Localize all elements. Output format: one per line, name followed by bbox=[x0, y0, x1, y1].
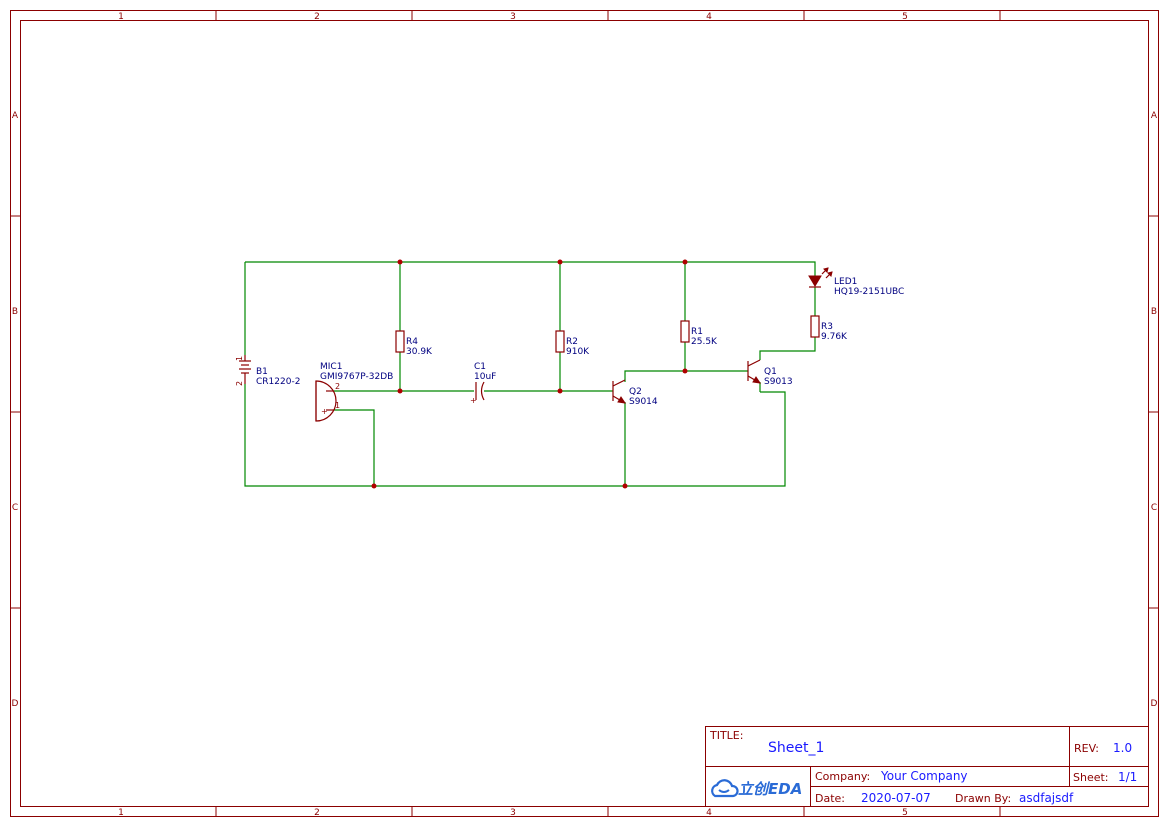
component-ref: R2 bbox=[566, 337, 578, 347]
column-label: 1 bbox=[118, 808, 124, 818]
date-label: Date: bbox=[815, 792, 845, 805]
component-value: 10uF bbox=[474, 372, 496, 382]
column-label: 4 bbox=[706, 12, 712, 22]
junction-dot bbox=[557, 259, 563, 265]
outer-border bbox=[10, 10, 1159, 817]
resistor-r1[interactable]: R1 25.5K bbox=[680, 320, 718, 347]
row-label: D bbox=[12, 699, 19, 709]
row-labels-left: A B C D bbox=[12, 111, 19, 709]
column-label: 3 bbox=[510, 808, 516, 818]
pin-number: 2 bbox=[335, 382, 340, 391]
microphone-mic1[interactable]: 2 1 + MIC1 GMI9767P-32DB bbox=[315, 362, 393, 422]
row-label: B bbox=[12, 307, 18, 317]
junction-dot bbox=[397, 388, 403, 394]
company-label: Company: bbox=[815, 770, 870, 783]
component-ref: R1 bbox=[691, 327, 703, 337]
column-label: 4 bbox=[706, 808, 712, 818]
row-label: C bbox=[12, 503, 18, 513]
battery-b1[interactable]: 1 2 B1 CR1220-2 bbox=[235, 355, 300, 387]
row-label: C bbox=[1151, 503, 1157, 513]
junction-dot bbox=[397, 259, 403, 265]
row-ticks bbox=[10, 215, 1159, 609]
lceda-logo: 立创EDA bbox=[711, 779, 802, 798]
component-ref: Q2 bbox=[629, 387, 642, 397]
component-value: HQ19-2151UBC bbox=[834, 287, 904, 297]
sheet-label: Sheet: bbox=[1073, 771, 1109, 784]
wire-mic-ground[interactable] bbox=[334, 409, 375, 486]
transistor-q2[interactable]: Q2 S9014 bbox=[612, 379, 658, 407]
column-labels-top: 1 2 3 4 5 bbox=[118, 12, 908, 22]
wire-top-rail[interactable] bbox=[245, 261, 816, 276]
component-value: GMI9767P-32DB bbox=[320, 372, 393, 382]
junction-dot bbox=[682, 368, 688, 374]
resistor-r4[interactable]: R4 30.9K bbox=[395, 330, 433, 357]
junctions bbox=[371, 259, 688, 489]
junction-dot bbox=[371, 483, 377, 489]
junction-dot bbox=[622, 483, 628, 489]
component-ref: Q1 bbox=[764, 367, 777, 377]
component-value: S9014 bbox=[629, 397, 658, 407]
led-led1[interactable]: LED1 HQ19-2151UBC bbox=[808, 267, 904, 297]
component-value: S9013 bbox=[764, 377, 793, 387]
column-ticks bbox=[215, 10, 1001, 817]
wire-r3-q1[interactable] bbox=[759, 337, 816, 360]
junction-dot bbox=[557, 388, 563, 394]
junction-dot bbox=[682, 259, 688, 265]
capacitor-c1[interactable]: + C1 10uF bbox=[470, 362, 496, 405]
wire-q2c-to-q1b[interactable] bbox=[624, 370, 748, 382]
pin-number: 2 bbox=[235, 381, 244, 386]
component-value: 30.9K bbox=[406, 347, 433, 357]
date-value[interactable]: 2020-07-07 bbox=[861, 791, 931, 805]
component-ref: C1 bbox=[474, 362, 486, 372]
component-ref: R4 bbox=[406, 337, 418, 347]
sheet-value[interactable]: 1/1 bbox=[1118, 770, 1137, 784]
component-ref: R3 bbox=[821, 322, 833, 332]
cloud-icon bbox=[711, 779, 739, 798]
resistor-r3[interactable]: R3 9.76K bbox=[810, 315, 848, 342]
wire-battery-bottom[interactable] bbox=[244, 384, 786, 487]
column-label: 2 bbox=[314, 12, 320, 22]
component-ref: LED1 bbox=[834, 277, 857, 287]
component-value: 9.76K bbox=[821, 332, 848, 342]
resistor-r2[interactable]: R2 910K bbox=[555, 330, 590, 357]
rev-value[interactable]: 1.0 bbox=[1113, 741, 1132, 755]
row-label: A bbox=[12, 111, 19, 121]
title-block: TITLE: Sheet_1 REV: 1.0 Company: Your Co… bbox=[705, 726, 1149, 807]
column-label: 5 bbox=[902, 808, 908, 818]
row-labels-right: A B C D bbox=[1151, 111, 1158, 709]
column-label: 5 bbox=[902, 12, 908, 22]
component-value: CR1220-2 bbox=[256, 377, 300, 387]
drawn-by-value[interactable]: asdfajsdf bbox=[1019, 791, 1074, 805]
column-label: 2 bbox=[314, 808, 320, 818]
pin-number: 1 bbox=[335, 401, 340, 410]
title-label: TITLE: bbox=[709, 729, 743, 742]
component-ref: B1 bbox=[256, 367, 268, 377]
column-labels-bottom: 1 2 3 4 5 bbox=[118, 808, 908, 818]
column-label: 3 bbox=[510, 12, 516, 22]
row-label: D bbox=[1151, 699, 1158, 709]
drawing-frame: 1 2 3 4 5 1 2 3 4 5 A B C D A B C D bbox=[10, 10, 1159, 818]
column-label: 1 bbox=[118, 12, 124, 22]
inner-border bbox=[20, 20, 1149, 807]
rev-label: REV: bbox=[1074, 742, 1099, 755]
component-value: 910K bbox=[566, 347, 590, 357]
wires bbox=[244, 261, 816, 487]
company-value[interactable]: Your Company bbox=[880, 769, 968, 783]
row-label: A bbox=[1151, 111, 1158, 121]
pin-number: 1 bbox=[235, 356, 244, 361]
transistor-q1[interactable]: Q1 S9013 bbox=[747, 359, 793, 387]
polarity-mark: + bbox=[321, 407, 328, 416]
logo-text: 立创EDA bbox=[738, 780, 802, 798]
drawn-by-label: Drawn By: bbox=[955, 792, 1011, 805]
component-value: 25.5K bbox=[691, 337, 718, 347]
polarity-mark: + bbox=[470, 396, 477, 405]
component-ref: MIC1 bbox=[320, 362, 342, 372]
row-label: B bbox=[1151, 307, 1157, 317]
sheet-title[interactable]: Sheet_1 bbox=[768, 740, 824, 756]
